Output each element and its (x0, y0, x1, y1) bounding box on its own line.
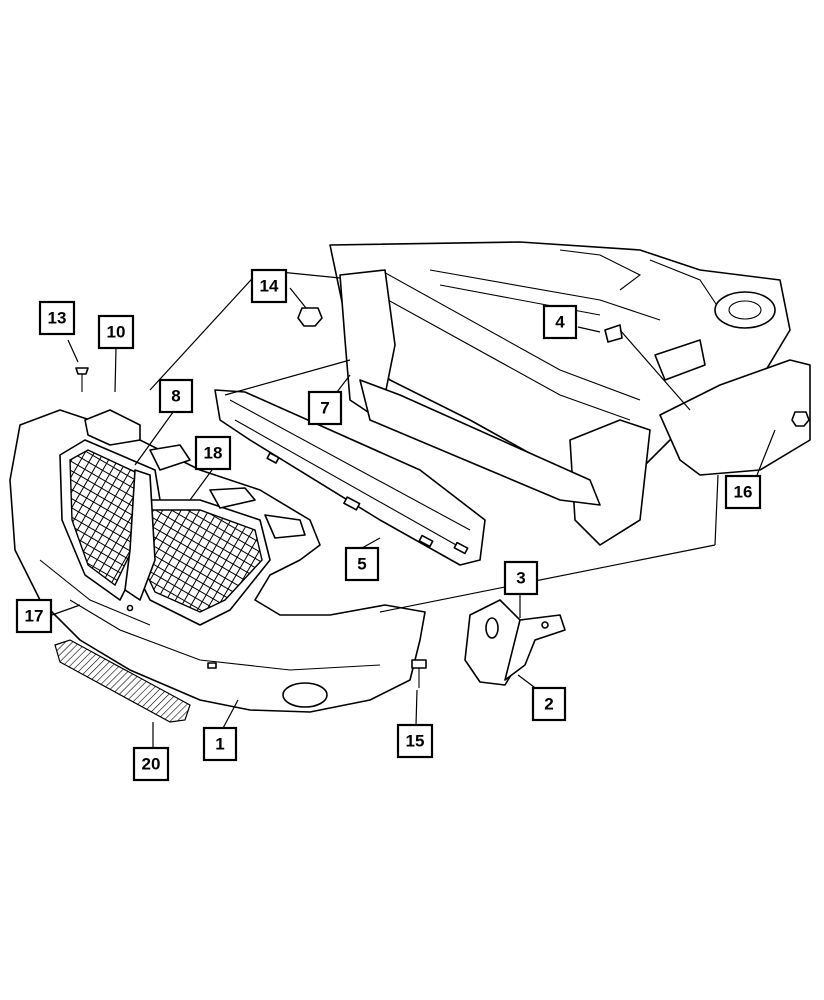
callout-5: 5 (344, 546, 380, 582)
svg-text:1: 1 (215, 735, 224, 754)
svg-text:13: 13 (48, 309, 67, 328)
svg-text:7: 7 (320, 399, 329, 418)
lower-grille (54, 639, 191, 723)
callout-8: 8 (158, 378, 194, 414)
svg-text:15: 15 (406, 732, 425, 751)
svg-text:10: 10 (107, 323, 126, 342)
svg-text:4: 4 (555, 313, 565, 332)
callout-13: 13 (38, 300, 76, 336)
svg-text:5: 5 (357, 555, 366, 574)
side-bracket (464, 599, 566, 686)
svg-text:17: 17 (25, 607, 44, 626)
callout-3: 3 (503, 560, 539, 596)
callout-16: 16 (724, 474, 762, 510)
callout-20: 20 (132, 746, 170, 782)
svg-text:8: 8 (171, 387, 180, 406)
callout-7: 7 (307, 390, 343, 426)
fasteners (75, 307, 810, 688)
grille (59, 409, 306, 626)
callout-14: 14 (250, 268, 288, 304)
callout-1: 1 (202, 726, 238, 762)
svg-text:18: 18 (204, 444, 223, 463)
callout-2: 2 (531, 686, 567, 722)
bumper-reinforcement (214, 389, 486, 566)
svg-text:2: 2 (544, 695, 553, 714)
callout-18: 18 (194, 435, 232, 471)
body-structure (329, 241, 811, 546)
leader-lines (51, 269, 776, 748)
svg-text:14: 14 (260, 277, 279, 296)
svg-text:16: 16 (734, 483, 753, 502)
callout-15: 15 (396, 723, 434, 759)
svg-text:20: 20 (142, 755, 161, 774)
svg-text:3: 3 (516, 569, 525, 588)
callout-4: 4 (542, 304, 578, 340)
callout-17: 17 (15, 598, 53, 634)
callout-10: 10 (97, 314, 135, 350)
